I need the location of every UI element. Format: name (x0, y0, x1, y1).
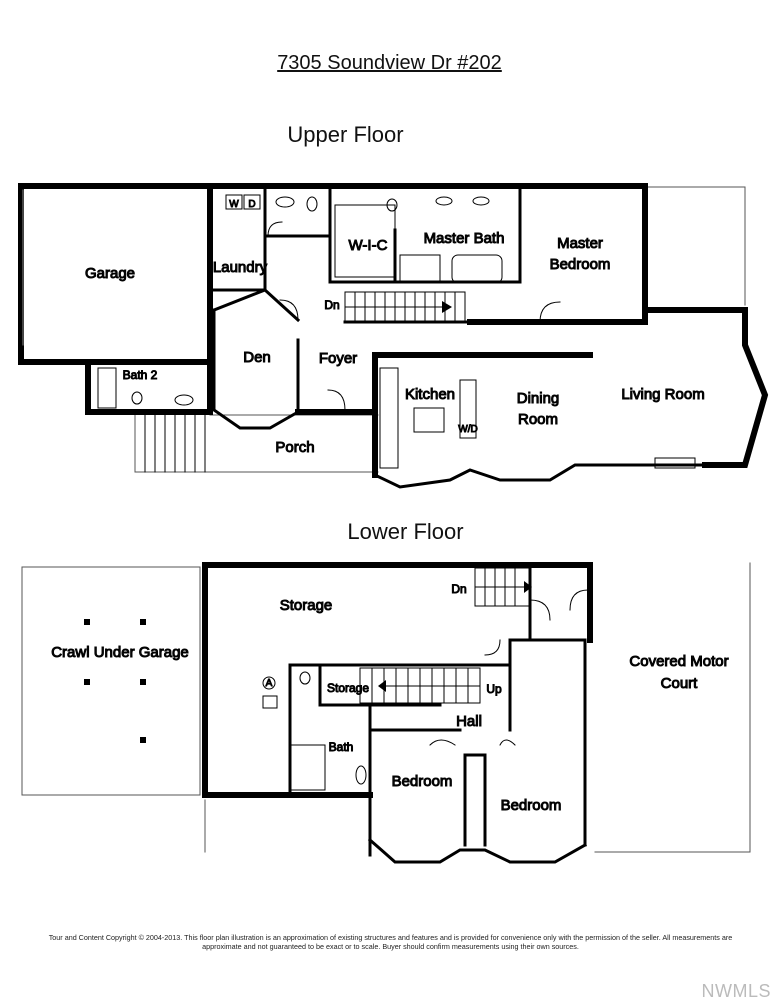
dryer-label: D (248, 199, 255, 210)
footer-line-1: Tour and Content Copyright © 2004-2013. … (48, 933, 733, 942)
den-angled-wall (212, 288, 301, 323)
kitchen-label: Kitchen (405, 386, 455, 403)
upper-floor-plan: Garage Laundry W D W-I-C Master Bath Mas… (18, 183, 769, 489)
upper-thick-walls (18, 183, 769, 478)
covered-motor-court-label: Covered Motor (629, 653, 728, 670)
kitchen-island (413, 407, 445, 433)
upper-floor-heading: Upper Floor (287, 122, 404, 147)
copyright-footer: Tour and Content Copyright © 2004-2013. … (8, 933, 773, 951)
closet-outline (334, 204, 396, 278)
foyer-label: Foyer (319, 350, 357, 367)
upper-doors (267, 221, 561, 411)
lower-interior-walls (288, 563, 587, 857)
den-label: Den (243, 349, 271, 366)
bath2-label: Bath 2 (123, 368, 158, 382)
shower-icon (97, 367, 117, 409)
heater-label: A (266, 678, 273, 689)
covered-motor-court-label-2: Court (661, 675, 699, 692)
lower-dn-label: Dn (451, 582, 466, 596)
washer-icon (225, 194, 243, 210)
sink-icon (275, 196, 295, 208)
toilet-icon (306, 196, 318, 212)
counter-icon (459, 379, 477, 439)
living-room-label: Living Room (621, 386, 704, 403)
toilet-icon (299, 671, 311, 685)
bedroom-1-label: Bedroom (392, 773, 453, 790)
dryer-icon (243, 194, 261, 210)
master-bedroom-label-2: Bedroom (550, 256, 611, 273)
storage-label: Storage (280, 597, 333, 614)
laundry-label: Laundry (213, 259, 268, 276)
garage-label: Garage (85, 265, 135, 282)
lower-bedroom-bay-window (367, 837, 588, 864)
washer-label: W (229, 199, 239, 210)
shower-icon (289, 744, 326, 791)
lower-fixtures (262, 589, 589, 791)
master-bath-label: Master Bath (424, 230, 505, 247)
sink-icon (174, 394, 194, 406)
shower-icon (399, 254, 441, 284)
crawl-posts (84, 619, 146, 743)
lower-thin-lines (21, 562, 751, 853)
dining-room-label-2: Room (518, 411, 558, 428)
lower-floor-plan: Crawl Under Garage Storage Dn Covered Mo… (21, 562, 751, 864)
den-bay-window (212, 308, 301, 430)
fireplace-icon (654, 457, 696, 469)
lower-up-label: Up (486, 682, 502, 696)
bedroom-2-label: Bedroom (501, 797, 562, 814)
water-heater-icon (262, 676, 276, 690)
sink-icon (472, 196, 490, 206)
sink-icon (435, 196, 453, 206)
wd-mark-label: W/D (458, 424, 477, 435)
lower-dn-arrow-icon (524, 581, 532, 593)
upper-dn-label: Dn (324, 298, 339, 312)
master-bedroom-label: Master (557, 235, 603, 252)
crawl-under-garage-label: Crawl Under Garage (51, 644, 189, 661)
lower-bath-label: Bath (329, 740, 354, 754)
dining-bay-window (372, 463, 707, 489)
lower-floor-heading: Lower Floor (347, 519, 464, 544)
upper-stairs (344, 291, 466, 323)
lower-stairs (359, 567, 531, 704)
counter-icon (379, 367, 399, 469)
upper-fixtures (22, 189, 696, 469)
porch-label: Porch (275, 439, 314, 456)
small-storage-label: Storage (327, 681, 369, 695)
footer-line-2: approximate and not guaranteed to be exa… (202, 942, 579, 951)
lower-up-arrow-icon (378, 680, 386, 692)
nwmls-logo: NWMLS (701, 981, 771, 1001)
utility-box (262, 695, 278, 709)
hall-label: Hall (456, 713, 482, 730)
lower-thick-walls (202, 562, 593, 798)
porch-steps (144, 414, 206, 473)
toilet-icon (131, 391, 143, 405)
bathtub-icon (451, 254, 503, 284)
wic-label: W-I-C (349, 237, 388, 254)
dining-room-label: Dining (517, 390, 560, 407)
property-address-title: 7305 Soundview Dr #202 (277, 52, 502, 74)
sink-icon (355, 765, 367, 785)
upper-stair-arrow-icon (442, 301, 452, 313)
